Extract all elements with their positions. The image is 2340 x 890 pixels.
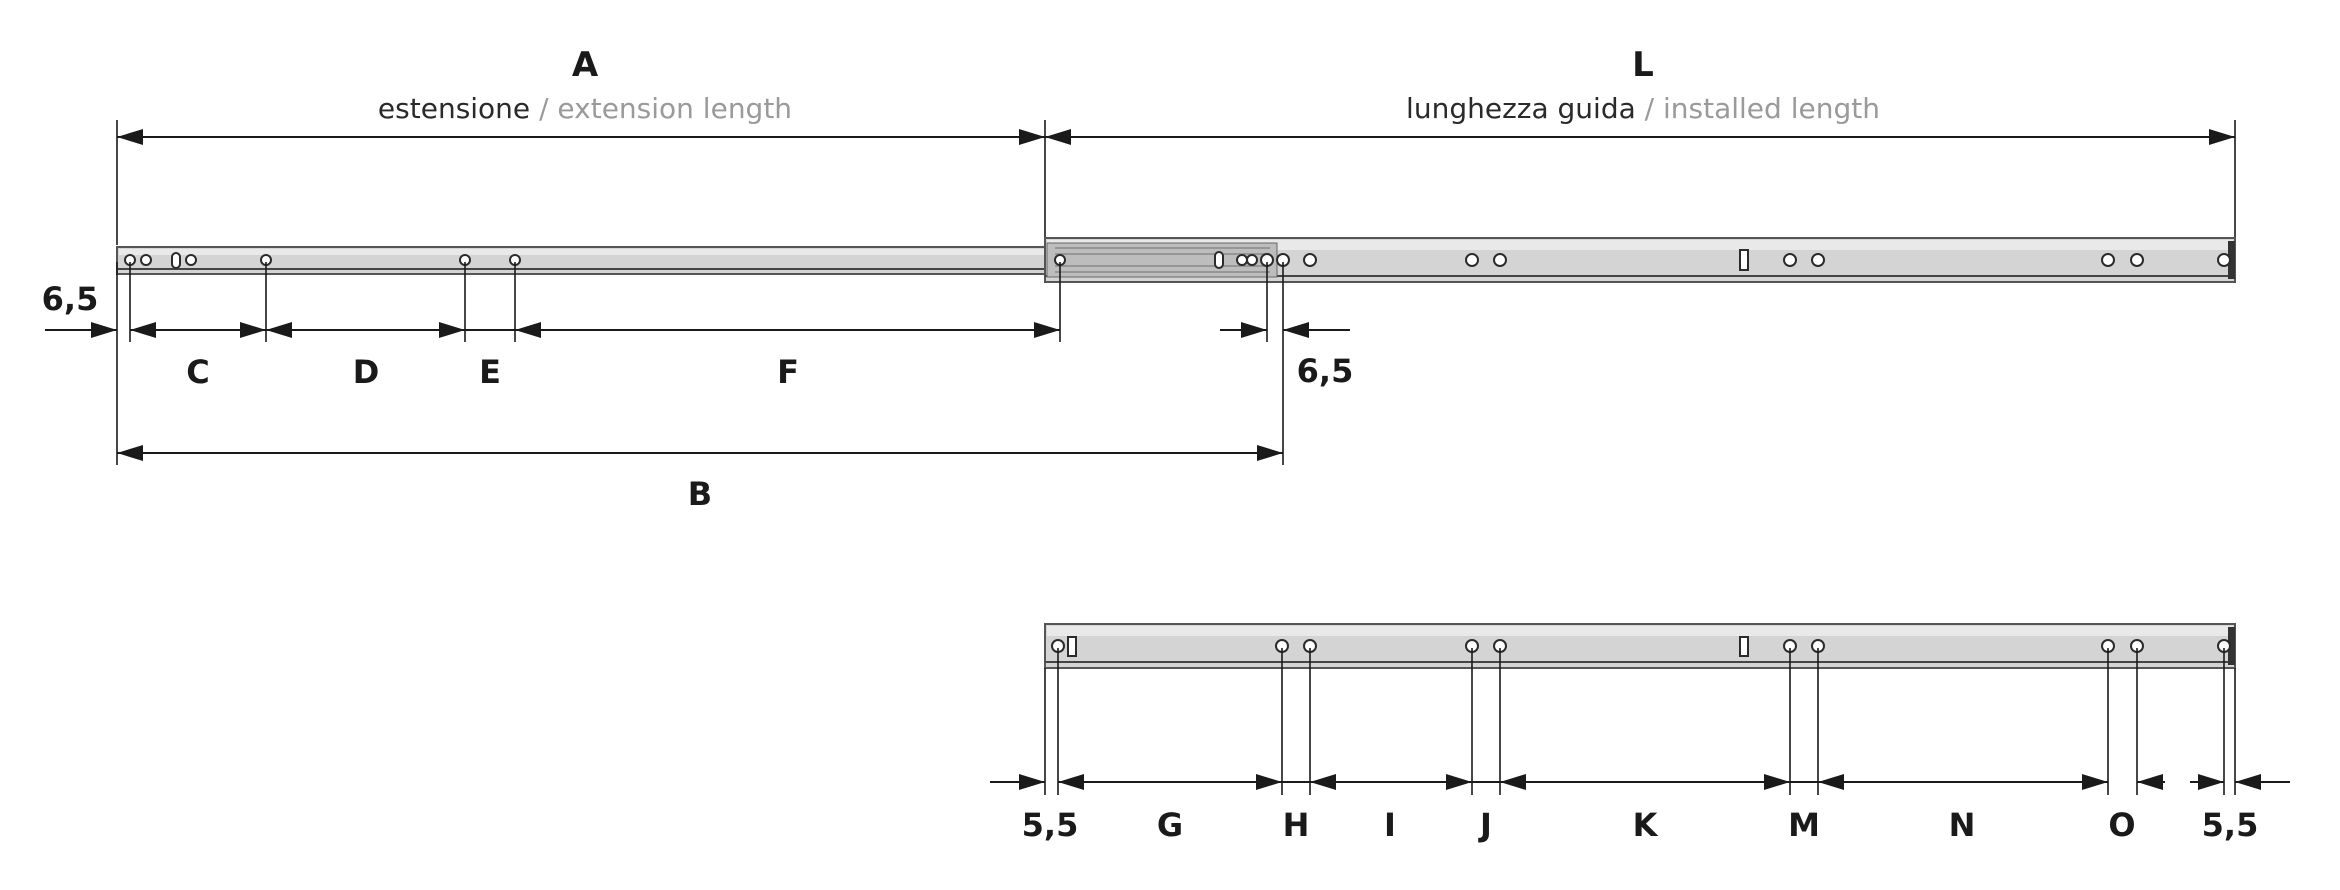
dimension-offset-right-upper — [1220, 322, 1350, 338]
end-cap — [2228, 627, 2235, 665]
closed-slide — [1044, 623, 2236, 669]
mounting-hole — [185, 254, 197, 266]
dimension-line-l — [1045, 129, 2235, 145]
dimension-f-label: F — [777, 353, 799, 391]
latch-slot — [1214, 251, 1224, 269]
installed-length-english: installed length — [1663, 92, 1880, 125]
dimension-offset-right-lower — [2190, 774, 2290, 790]
mounting-hole — [1811, 253, 1825, 267]
dimension-b-label: B — [688, 475, 712, 513]
dimension-line-d — [266, 322, 465, 338]
mounting-hole — [1303, 253, 1317, 267]
dimension-k-label: K — [1633, 806, 1659, 844]
extension-length-caption: estensione / extension length — [378, 92, 792, 125]
dimension-line-o — [2137, 774, 2165, 790]
dimension-e-label: E — [479, 353, 501, 391]
dimension-l-letter: L — [1632, 45, 1654, 85]
mounting-slot — [1067, 636, 1077, 657]
extension-length-italian: estensione — [378, 92, 530, 125]
dimension-h-label: H — [1283, 806, 1310, 844]
lower-left-offset-label: 5,5 — [1022, 806, 1079, 844]
dimension-o-label: O — [2108, 806, 2135, 844]
dimension-line-b — [117, 445, 1283, 461]
mounting-slot — [1739, 249, 1749, 271]
latch-hole — [1246, 254, 1258, 266]
lower-extension-lines — [1044, 648, 2236, 795]
installed-length-italian: lunghezza guida — [1406, 92, 1636, 125]
mounting-slot — [171, 252, 181, 269]
lower-right-offset-label: 5,5 — [2202, 806, 2259, 844]
latch-hole — [1236, 254, 1248, 266]
mounting-hole — [140, 254, 152, 266]
dimension-line-a — [117, 129, 1045, 145]
dimension-offset-left-upper — [45, 322, 117, 338]
dimension-line-f — [515, 322, 1060, 338]
installed-length-caption: lunghezza guida / installed length — [1406, 92, 1880, 125]
dimension-n-label: N — [1949, 806, 1976, 844]
dimension-line-n — [1818, 774, 2108, 790]
dimension-g-label: G — [1157, 806, 1183, 844]
dimension-a-letter: A — [572, 45, 599, 85]
dimension-c-label: C — [186, 353, 209, 391]
mounting-hole — [2130, 253, 2144, 267]
mounting-hole — [1465, 253, 1479, 267]
mounting-hole — [1493, 253, 1507, 267]
extension-length-english: extension length — [557, 92, 792, 125]
dimension-offset-left-lower — [990, 774, 1045, 790]
mounting-hole — [2217, 253, 2231, 267]
dimension-i-label: I — [1384, 806, 1396, 844]
dimension-line-g — [1058, 774, 1282, 790]
mounting-hole — [2101, 253, 2115, 267]
dimension-d-label: D — [353, 353, 380, 391]
extended-slide — [116, 237, 2236, 283]
dimension-line-i — [1310, 774, 1472, 790]
mounting-slot — [1739, 636, 1749, 657]
upper-extension-lines — [116, 262, 1284, 465]
mounting-hole — [1783, 253, 1797, 267]
upper-left-offset-label: 6,5 — [42, 280, 99, 318]
dimension-m-label: M — [1788, 806, 1820, 844]
upper-right-offset-label: 6,5 — [1297, 352, 1354, 390]
dimension-line-c — [130, 322, 266, 338]
dimension-line-k — [1500, 774, 1790, 790]
dimension-j-label: J — [1478, 806, 1492, 844]
caption-separator-a: / — [530, 92, 557, 125]
end-cap — [2228, 241, 2235, 279]
caption-separator-l: / — [1636, 92, 1663, 125]
